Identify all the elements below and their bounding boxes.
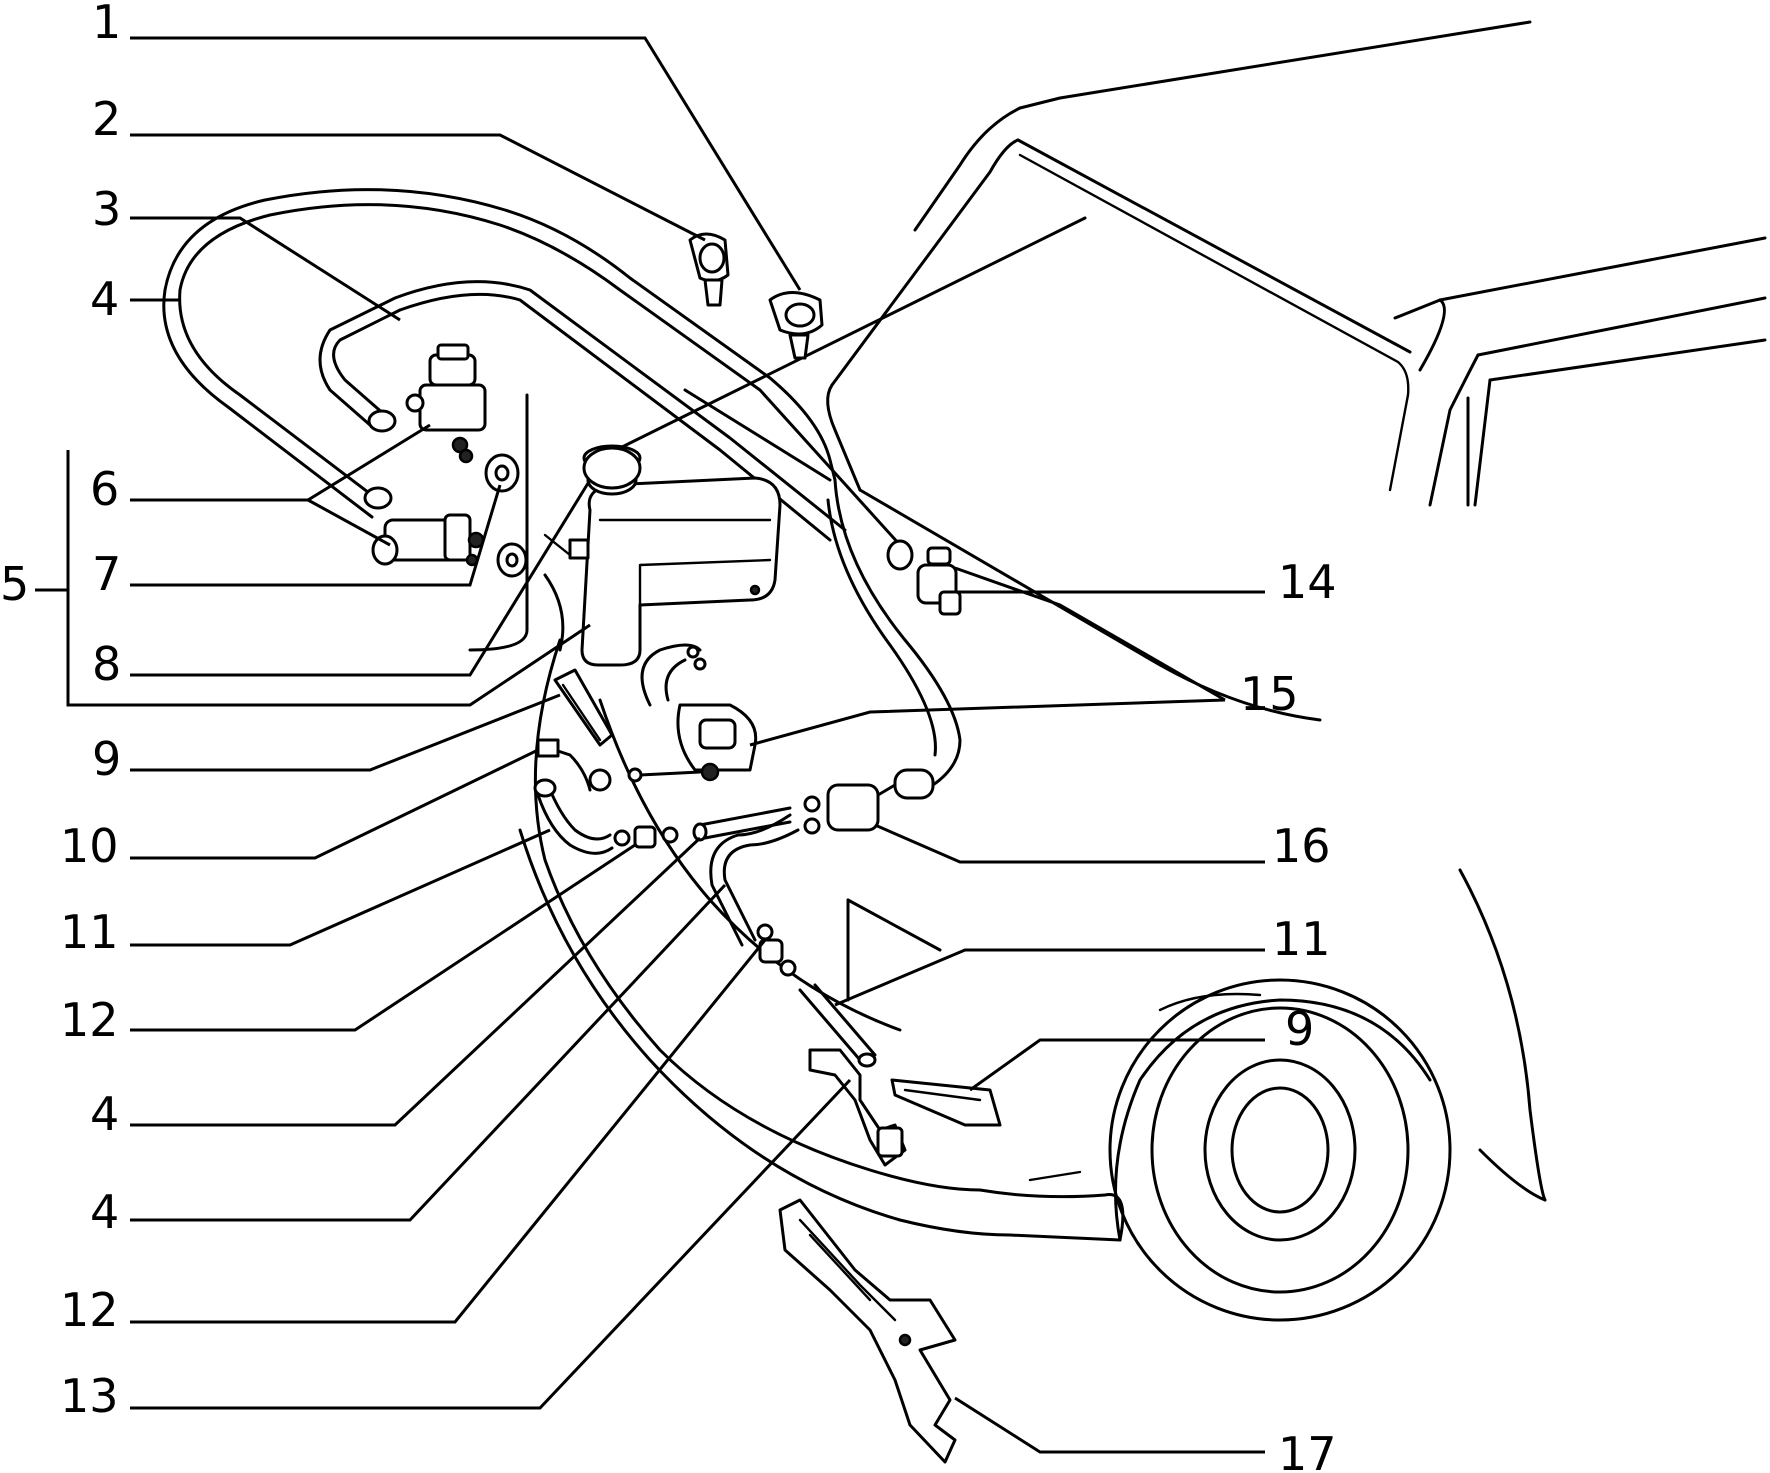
callout-4-middle: 4 xyxy=(90,1087,119,1141)
callout-5: 5 xyxy=(0,557,29,611)
callout-14: 14 xyxy=(1278,555,1337,609)
callout-7: 7 xyxy=(92,547,121,601)
callout-10: 10 xyxy=(60,819,119,873)
callout-12-lower: 12 xyxy=(60,1283,119,1337)
washer-reservoir xyxy=(468,393,782,667)
callout-17: 17 xyxy=(1278,1427,1337,1473)
pump-assembly xyxy=(371,343,528,578)
callout-6: 6 xyxy=(90,462,119,516)
leader-lines xyxy=(35,36,1265,1454)
callout-9-right: 9 xyxy=(1285,1002,1314,1056)
callout-3: 3 xyxy=(92,182,121,236)
clips xyxy=(688,232,962,616)
callout-1: 1 xyxy=(92,0,121,49)
wiring-and-switch xyxy=(627,643,758,783)
car-body-outline xyxy=(518,20,1767,1322)
callout-9-left: 9 xyxy=(92,732,121,786)
callout-8: 8 xyxy=(92,637,121,691)
callout-12-upper: 12 xyxy=(60,993,119,1047)
callout-16: 16 xyxy=(1272,819,1331,873)
callout-4-lower: 4 xyxy=(90,1185,119,1239)
callout-4-top: 4 xyxy=(90,272,119,326)
callout-2: 2 xyxy=(92,92,121,146)
callout-15: 15 xyxy=(1240,667,1299,721)
washer-hoses xyxy=(162,188,962,800)
callout-labels: 1 2 3 4 5 6 7 8 9 10 11 12 4 4 12 13 14 … xyxy=(0,0,1337,1473)
callout-11-left: 11 xyxy=(60,905,119,959)
callout-11-right: 11 xyxy=(1272,912,1331,966)
lower-fittings xyxy=(533,668,1002,1464)
callout-13: 13 xyxy=(60,1369,119,1423)
